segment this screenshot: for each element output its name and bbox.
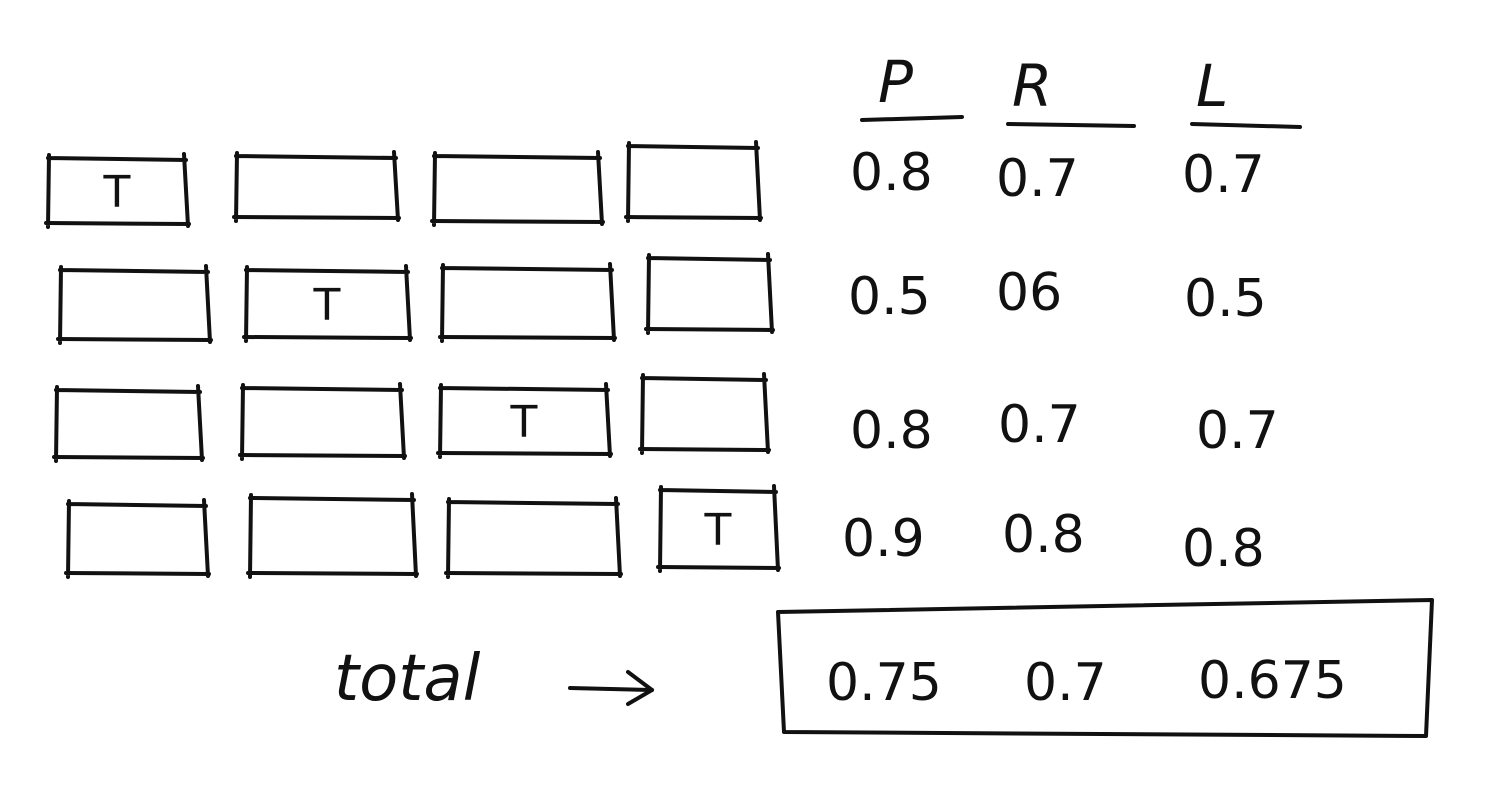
total-box bbox=[776, 598, 1434, 738]
grid-box-r0-c2 bbox=[430, 150, 605, 227]
value-r2-r: 0.7 bbox=[998, 395, 1081, 455]
header-l-underline bbox=[1190, 122, 1302, 129]
grid-mark-r3-c3: T bbox=[704, 505, 732, 556]
header-p: P bbox=[878, 48, 913, 116]
grid-mark-r1-c1: T bbox=[313, 280, 341, 331]
grid-mark-r2-c2: T bbox=[510, 397, 538, 448]
value-r3-r: 0.8 bbox=[1002, 505, 1085, 565]
column-headers: P R L bbox=[860, 48, 1302, 129]
grid-box-r2-c2 bbox=[436, 382, 613, 459]
total-p: 0.75 bbox=[826, 653, 942, 713]
grid-box-r1-c2 bbox=[438, 262, 617, 343]
grid-box-r2-c3 bbox=[638, 372, 771, 455]
grid-box-r1-c1 bbox=[242, 264, 413, 343]
grid-box-r0-c3 bbox=[624, 140, 763, 223]
grid-box-r3-c3 bbox=[656, 484, 781, 573]
total-arrow: → bbox=[566, 637, 654, 721]
grid-box-r0-c0 bbox=[44, 152, 191, 229]
value-r0-p: 0.8 bbox=[850, 143, 933, 203]
total-arrow-glyph: → bbox=[566, 637, 626, 721]
header-l: L bbox=[1196, 52, 1228, 120]
value-r3-p: 0.9 bbox=[842, 509, 925, 569]
grid-box-r3-c1 bbox=[246, 492, 419, 579]
value-r1-l: 0.5 bbox=[1184, 269, 1267, 329]
value-r0-l: 0.7 bbox=[1182, 145, 1265, 205]
grid-box-r0-c1 bbox=[232, 150, 401, 223]
value-r3-l: 0.8 bbox=[1182, 519, 1265, 579]
header-p-underline bbox=[860, 115, 964, 122]
arrow-shaft bbox=[568, 686, 654, 692]
grid-box-r2-c0 bbox=[52, 384, 205, 463]
total-l: 0.675 bbox=[1198, 651, 1347, 711]
total-row: total → 0.75 0.7 0.675 bbox=[334, 598, 1434, 738]
header-r: R bbox=[1012, 52, 1052, 120]
value-r1-r: 06 bbox=[996, 263, 1062, 323]
grid-box-r3-c2 bbox=[444, 496, 623, 579]
value-r2-p: 0.8 bbox=[850, 401, 933, 461]
value-table: 0.8 0.7 0.7 0.5 06 0.5 0.8 0.7 0.7 0.9 0… bbox=[842, 143, 1279, 579]
grid-mark-r0-c0: T bbox=[103, 167, 131, 218]
value-r0-r: 0.7 bbox=[996, 149, 1079, 209]
grid-box-r1-c0 bbox=[56, 264, 213, 345]
header-r-underline bbox=[1006, 122, 1136, 128]
grid-box-r1-c3 bbox=[644, 252, 775, 335]
box-grid: T T T T bbox=[44, 140, 781, 579]
grid-box-r2-c1 bbox=[238, 382, 407, 461]
value-r2-l: 0.7 bbox=[1196, 401, 1279, 461]
arrow-head bbox=[626, 670, 654, 706]
total-label: total bbox=[334, 642, 481, 716]
total-r: 0.7 bbox=[1024, 653, 1107, 713]
grid-box-r3-c0 bbox=[64, 498, 211, 579]
value-r1-p: 0.5 bbox=[848, 267, 931, 327]
